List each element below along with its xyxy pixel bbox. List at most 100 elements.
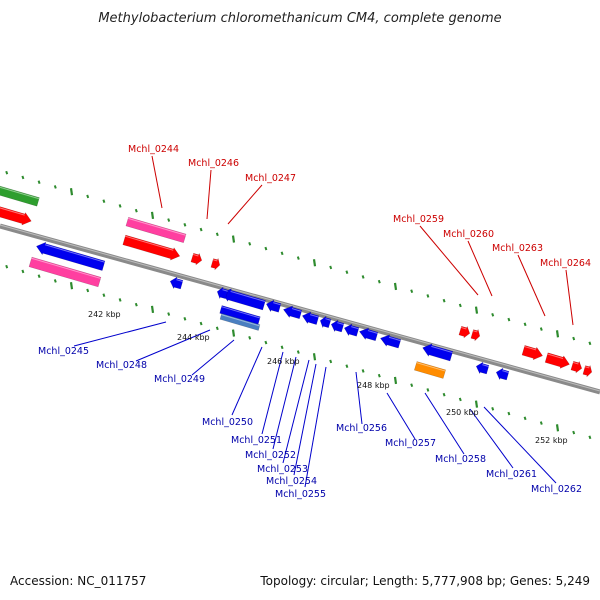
gene-label[interactable]: Mchl_0263: [492, 243, 543, 254]
gene-label[interactable]: Mchl_0253: [257, 464, 308, 475]
tick-mark: [572, 430, 576, 435]
gene-label[interactable]: Mchl_0247: [245, 173, 296, 184]
gene-arrow[interactable]: [475, 361, 490, 375]
leader-line: [151, 155, 163, 209]
gene-arrow[interactable]: [495, 367, 510, 381]
gene-label[interactable]: Mchl_0257: [385, 438, 436, 449]
gene-label[interactable]: Mchl_0260: [443, 229, 494, 240]
gene-arrow[interactable]: [283, 305, 303, 320]
tick-mark: [442, 298, 446, 303]
tick-mark: [5, 170, 9, 175]
leader-line: [293, 363, 317, 476]
tick-mark: [329, 265, 333, 270]
gene-label[interactable]: Mchl_0244: [128, 144, 179, 155]
genome-backbone-highlight: [0, 224, 600, 392]
scale-label: 242 kbp: [88, 310, 121, 319]
gene-arrow[interactable]: [470, 328, 481, 342]
feature-highlight: [310, 314, 319, 318]
tick-mark: [312, 259, 317, 267]
feature-block[interactable]: [0, 185, 40, 207]
gene-label[interactable]: Mchl_0264: [540, 258, 591, 269]
feature-block[interactable]: [219, 313, 261, 331]
tick-mark: [199, 227, 203, 232]
tick-mark: [69, 188, 74, 196]
scale-label: 248 kbp: [357, 381, 390, 390]
gene-arrow[interactable]: [36, 241, 106, 271]
feature-block[interactable]: [28, 256, 102, 288]
gene-label[interactable]: Mchl_0251: [231, 435, 282, 446]
feature-block[interactable]: [413, 361, 447, 379]
gene-arrow[interactable]: [0, 206, 32, 226]
feature-highlight: [45, 244, 105, 263]
feature-highlight: [230, 290, 266, 303]
gene-arrow[interactable]: [570, 360, 583, 374]
tick-mark: [377, 373, 381, 378]
feature-highlight: [572, 361, 579, 365]
gene-arrow[interactable]: [122, 234, 181, 261]
tick-mark: [37, 274, 41, 279]
tick-mark: [167, 312, 171, 316]
tick-mark: [215, 232, 219, 237]
gene-arrow[interactable]: [422, 343, 454, 362]
leader-line: [517, 254, 546, 317]
tick-mark: [491, 407, 495, 411]
gene-label[interactable]: Mchl_0258: [435, 454, 486, 465]
gene-label[interactable]: Mchl_0248: [96, 360, 147, 371]
tick-mark: [377, 279, 381, 284]
gene-arrow[interactable]: [190, 252, 203, 266]
gene-arrow[interactable]: [169, 276, 184, 290]
tick-mark: [312, 353, 317, 361]
map-title: Methylobacterium chloromethanicum CM4, c…: [98, 11, 501, 26]
leader-line: [231, 346, 263, 416]
tick-mark: [264, 246, 268, 251]
leader-line: [469, 408, 514, 469]
tick-mark: [150, 211, 155, 220]
tick-mark: [5, 264, 9, 269]
gene-label[interactable]: Mchl_0256: [336, 423, 387, 434]
feature-block[interactable]: [125, 216, 187, 244]
tick-mark: [248, 241, 252, 246]
gene-arrow[interactable]: [544, 352, 570, 369]
tick-mark: [458, 397, 462, 402]
tick-mark: [134, 208, 138, 213]
gene-label[interactable]: Mchl_0249: [154, 374, 205, 385]
tick-mark: [572, 336, 576, 341]
gene-arrow[interactable]: [301, 311, 320, 325]
tick-mark: [296, 256, 300, 260]
tick-mark: [539, 327, 543, 331]
tick-mark: [118, 204, 122, 208]
gene-arrow[interactable]: [379, 334, 402, 349]
tick-mark: [280, 251, 284, 256]
gene-label[interactable]: Mchl_0261: [486, 469, 537, 480]
leader-line: [419, 225, 479, 296]
leader-line: [261, 351, 284, 435]
gene-arrow[interactable]: [521, 345, 543, 361]
gene-label[interactable]: Mchl_0245: [38, 346, 89, 357]
gene-arrow[interactable]: [319, 315, 332, 329]
gene-label[interactable]: Mchl_0246: [188, 158, 239, 169]
label-leader-lines: [73, 155, 574, 488]
tick-mark: [118, 298, 122, 302]
tick-mark: [458, 303, 462, 308]
gene-label[interactable]: Mchl_0252: [245, 450, 296, 461]
gene-label[interactable]: Mchl_0250: [202, 417, 253, 428]
gene-label[interactable]: Mchl_0262: [531, 484, 582, 495]
gene-arrow[interactable]: [210, 257, 221, 271]
leader-line: [272, 356, 297, 450]
gene-arrow[interactable]: [330, 319, 345, 333]
gene-arrow[interactable]: [265, 299, 282, 313]
tick-mark: [523, 416, 527, 421]
tick-mark: [280, 345, 284, 350]
gene-label[interactable]: Mchl_0259: [393, 214, 444, 225]
gene-label[interactable]: Mchl_0254: [266, 476, 317, 487]
gene-arrow[interactable]: [359, 327, 379, 342]
genome-summary-text: Topology: circular; Length: 5,777,908 bp…: [259, 574, 590, 588]
feature-highlight: [482, 364, 489, 367]
feature-highlight: [0, 207, 25, 216]
gene-arrow[interactable]: [343, 323, 360, 337]
feature-highlight: [472, 330, 478, 333]
gene-arrow[interactable]: [216, 286, 229, 300]
gene-label[interactable]: Mchl_0255: [275, 489, 326, 500]
gene-arrow[interactable]: [458, 325, 471, 339]
gene-arrow[interactable]: [582, 364, 593, 378]
